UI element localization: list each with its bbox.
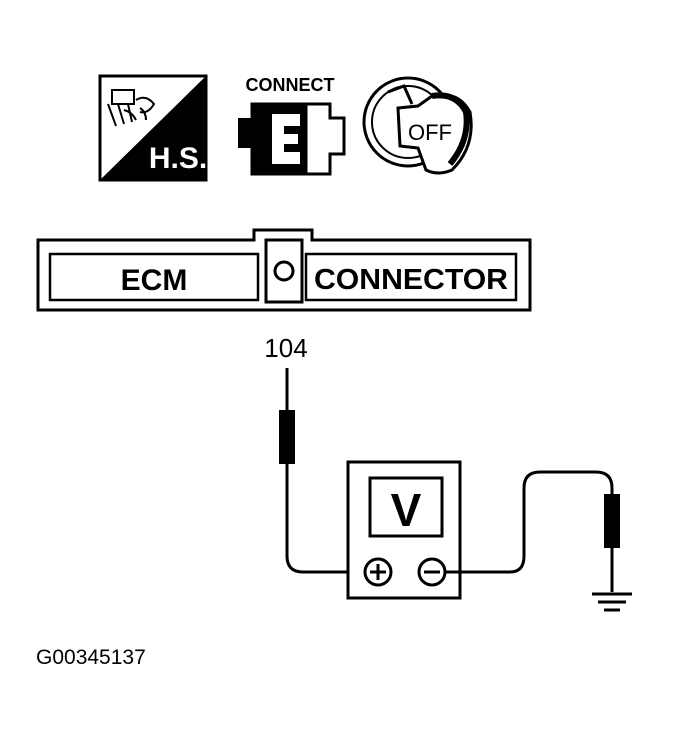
- connect-label: CONNECT: [246, 75, 335, 95]
- connect-icon: CONNECT: [238, 75, 346, 176]
- meter-display: V: [391, 484, 422, 536]
- ignition-label: OFF: [408, 120, 452, 145]
- ground-icon: [592, 592, 632, 612]
- connector-label: CONNECTOR: [314, 264, 508, 296]
- negative-terminal: [417, 557, 447, 587]
- pin-number-label: 104: [264, 333, 307, 363]
- ignition-off-icon: OFF: [362, 76, 473, 175]
- harness-service-icon: H.S.: [98, 74, 208, 182]
- positive-terminal: [363, 557, 393, 587]
- hs-label: H.S.: [149, 142, 207, 175]
- negative-test-lead: [445, 470, 620, 592]
- connector-pin: [273, 260, 295, 282]
- ecm-label: ECM: [121, 264, 188, 297]
- ecm-connector: ECM CONNECTOR: [36, 228, 532, 312]
- voltmeter: V: [346, 460, 462, 600]
- positive-test-lead: [279, 368, 362, 574]
- figure-id: G00345137: [36, 646, 146, 669]
